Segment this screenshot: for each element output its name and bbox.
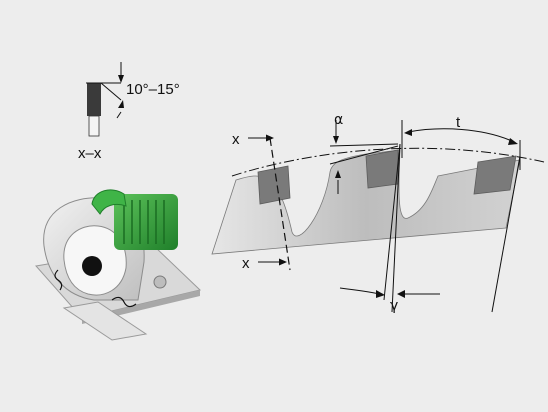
x-marker-bottom: x <box>242 255 287 272</box>
saw-chip-swirl-bottom <box>111 296 137 308</box>
tooth-angle-line <box>86 82 122 101</box>
gamma-label: γ <box>390 298 398 314</box>
x-marker-top: x <box>232 131 274 148</box>
saw-handle <box>91 189 127 215</box>
saw-adjust-knob <box>153 275 167 289</box>
tooth-body-dark <box>87 83 101 116</box>
alpha-label: α <box>334 112 343 128</box>
saw-rip-fence <box>62 301 148 341</box>
saw-chip-swirl-left <box>54 269 63 291</box>
carbide-tip-3 <box>473 155 517 195</box>
tooth-section-detail: 10°–15° x–x <box>78 62 180 162</box>
tooth-angle-arrowhead-top <box>118 75 124 83</box>
x-label-top: x <box>232 131 240 148</box>
saw-arbor <box>82 256 102 276</box>
gamma-angle-marker: γ <box>339 143 521 314</box>
carbide-tip-2 <box>365 149 399 189</box>
saw-motor-housing <box>114 194 178 250</box>
pitch-label: t <box>456 114 461 131</box>
tooth-angle-label: 10°–15° <box>126 81 180 98</box>
tooth-angle-arrowhead-bottom <box>118 100 124 108</box>
circular-saw-icon <box>35 189 202 341</box>
pitch-marker: t <box>401 114 521 170</box>
blade-body <box>211 149 521 255</box>
tooth-angle-arrow-bottom <box>116 111 122 119</box>
alpha-angle-marker: α <box>329 112 399 194</box>
saw-motor-vents <box>123 200 165 244</box>
carbide-tip-1 <box>257 165 291 205</box>
tooth-body-shank <box>88 115 100 137</box>
x-label-bottom: x <box>242 255 250 272</box>
section-line-x <box>269 137 291 271</box>
blade-profile <box>211 149 521 255</box>
section-label: x–x <box>78 145 102 162</box>
